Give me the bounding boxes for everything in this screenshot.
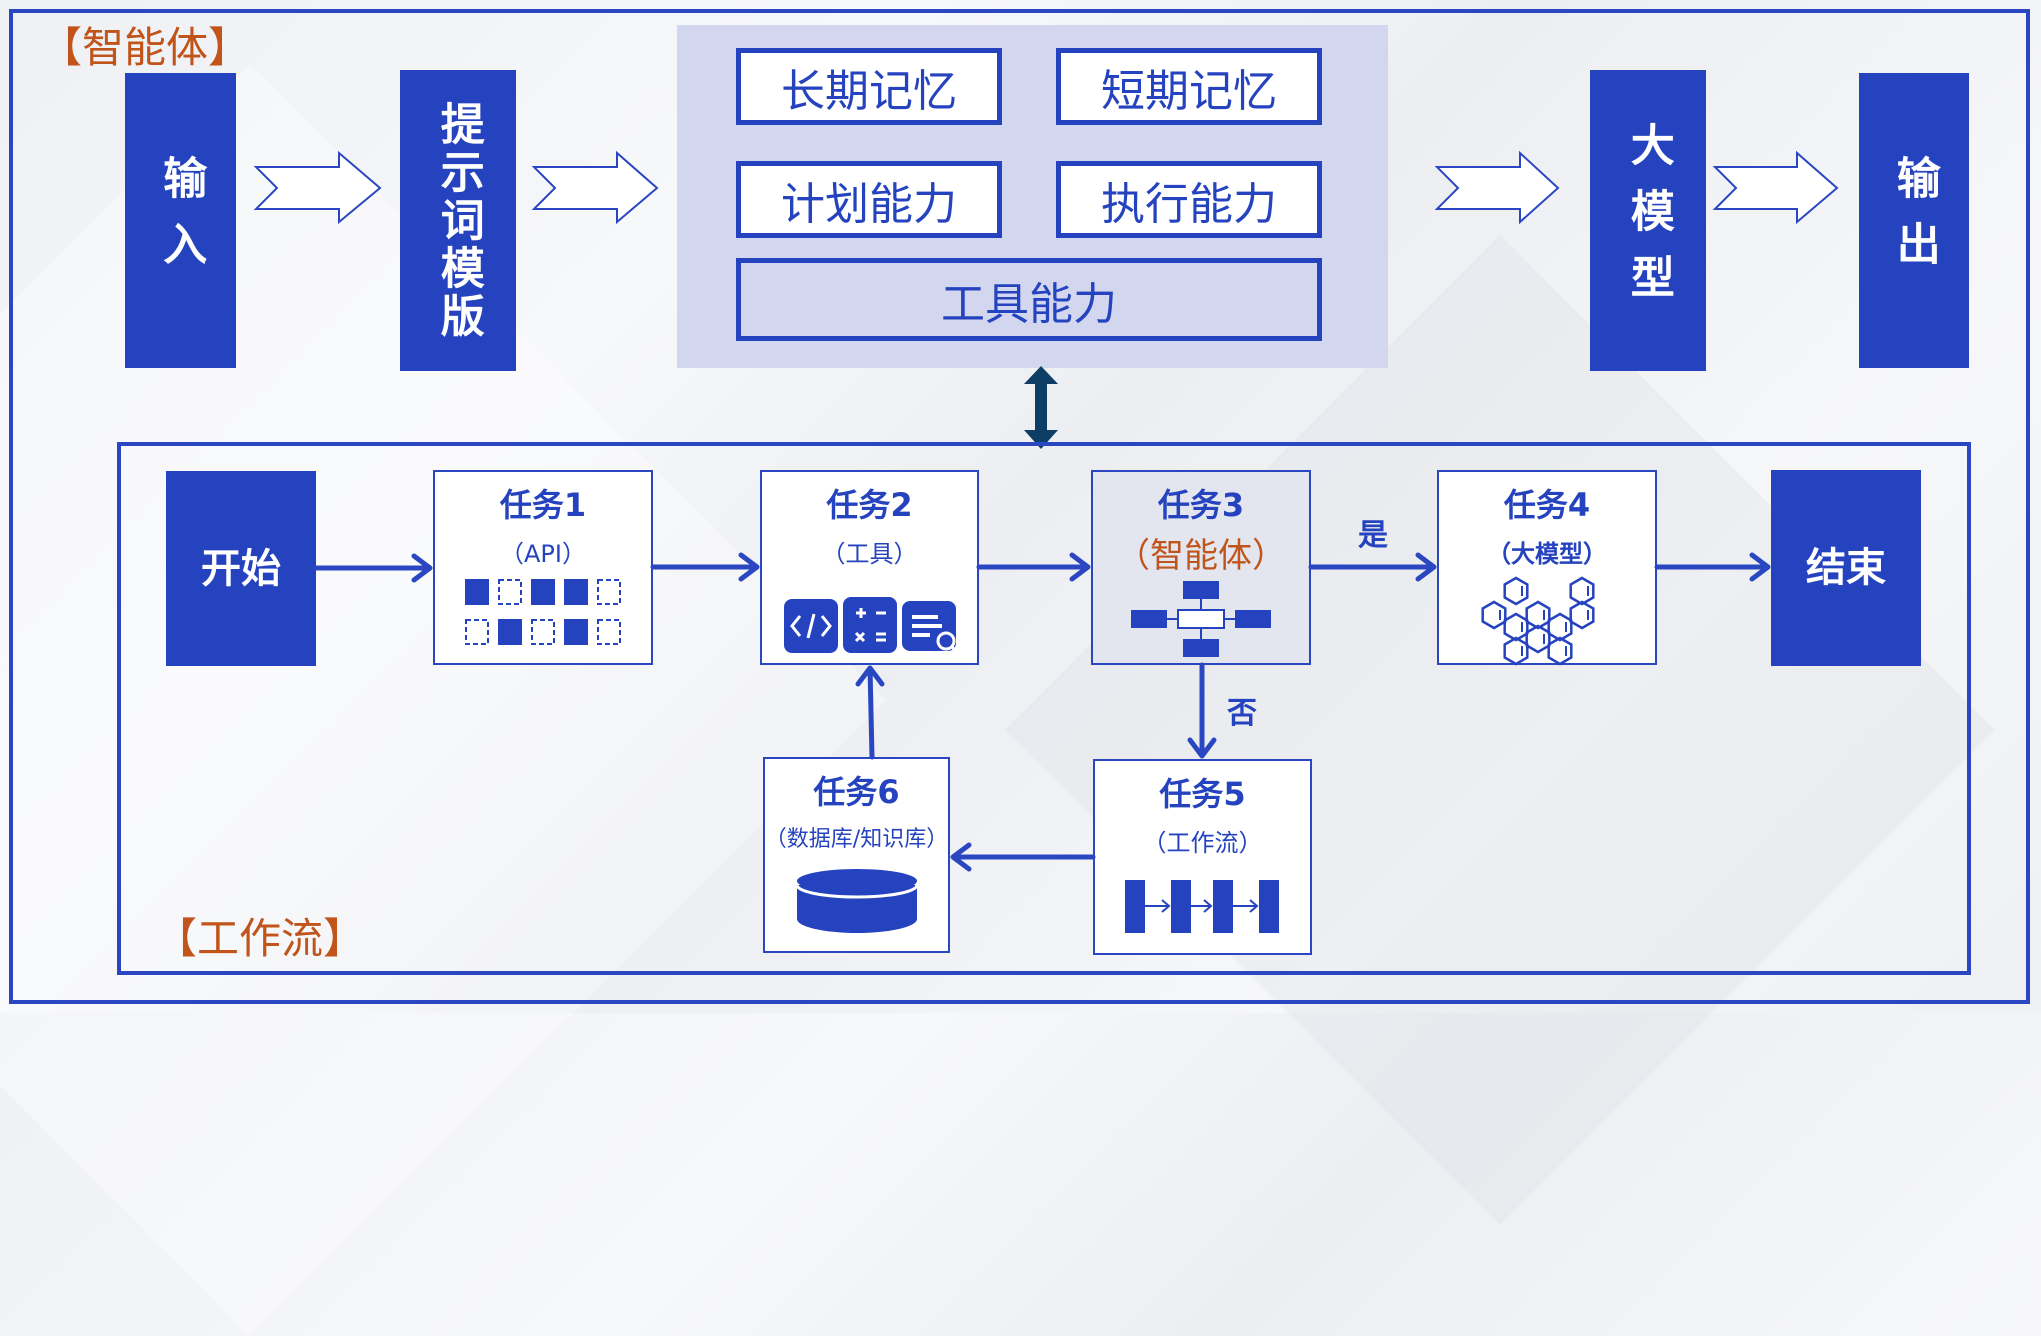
arrow-task1-to-task2 — [650, 552, 760, 582]
hexagon-ring — [1569, 600, 1595, 630]
llm-label: 大模型 — [1622, 121, 1674, 320]
task-3-node: 任务3 （智能体） — [1091, 470, 1311, 665]
grid-cell-filled — [531, 579, 555, 605]
task-2-subtitle: （工具） — [821, 540, 918, 568]
arrow-task2-to-task3 — [976, 552, 1091, 582]
hollow-arrow-input-to-prompt — [253, 150, 382, 225]
hexagon-ring — [1569, 576, 1595, 606]
start-label: 开始 — [201, 545, 281, 592]
grid-cell-empty — [597, 579, 621, 605]
grid-cell-filled — [564, 579, 588, 605]
task-6-subtitle: （数据库/知识库） — [764, 827, 949, 852]
task-4-subtitle: （大模型） — [1487, 540, 1607, 568]
prompt-template-label: 提示词模版 — [432, 100, 484, 341]
api-grid-icon — [465, 579, 621, 645]
hollow-arrow-capabilities-to-llm — [1434, 150, 1560, 225]
code-icon — [783, 599, 838, 653]
short-term-memory-label: 短期记忆 — [1101, 65, 1277, 117]
hollow-arrow-prompt-to-capabilities — [531, 150, 659, 225]
task-6-title: 任务6 — [813, 773, 900, 811]
start-node: 开始 — [166, 471, 316, 666]
hexagon-ring — [1525, 624, 1551, 654]
bidirectional-arrow-icon — [1024, 366, 1058, 449]
workflow-steps-icon — [1124, 880, 1279, 933]
grid-cell-filled — [564, 619, 588, 645]
task-1-title: 任务1 — [499, 486, 587, 524]
arrow-task3-to-task4 — [1308, 552, 1437, 582]
planning-box: 计划能力 — [736, 161, 1002, 238]
edge-label-no: 否 — [1227, 696, 1257, 731]
edge-label-yes: 是 — [1358, 518, 1388, 553]
grid-cell-empty — [531, 619, 555, 645]
agent-flowchart-icon — [1131, 581, 1271, 657]
hexagon-ring — [1525, 600, 1551, 630]
grid-cell-empty — [597, 619, 621, 645]
task-1-subtitle: （API） — [500, 540, 586, 568]
planning-label: 计划能力 — [781, 178, 957, 230]
output-label: 输出 — [1888, 154, 1940, 287]
database-icon — [795, 869, 918, 933]
task-5-node: 任务5 （工作流） — [1093, 759, 1312, 955]
task-3-subtitle: （智能体） — [1116, 536, 1286, 576]
long-term-memory-box: 长期记忆 — [736, 48, 1002, 125]
task-2-node: 任务2 （工具） — [760, 470, 979, 665]
workflow-section-label: 【工作流】 — [155, 914, 366, 963]
task-5-subtitle: （工作流） — [1142, 829, 1263, 857]
search-document-icon — [901, 601, 957, 653]
task-6-node: 任务6 （数据库/知识库） — [763, 757, 950, 953]
hollow-arrow-llm-to-output — [1712, 150, 1839, 225]
hexagon-ring — [1481, 600, 1507, 630]
hexagon-ring — [1503, 576, 1529, 606]
agent-frame — [9, 9, 2030, 1004]
tools-icon — [783, 597, 957, 653]
input-label: 输入 — [155, 154, 207, 287]
task-2-title: 任务2 — [826, 486, 913, 524]
hexagon-network-icon — [1481, 576, 1595, 666]
output-box: 输出 — [1859, 73, 1969, 368]
task-4-node: 任务4 （大模型） — [1437, 470, 1657, 666]
arrow-task3-to-task5 — [1187, 662, 1217, 759]
agent-section-label: 【智能体】 — [40, 23, 251, 72]
grid-cell-filled — [465, 579, 489, 605]
short-term-memory-box: 短期记忆 — [1056, 48, 1322, 125]
execution-label: 执行能力 — [1101, 178, 1277, 230]
grid-cell-empty — [465, 619, 489, 645]
arrow-task4-to-end — [1654, 552, 1771, 582]
task-1-node: 任务1 （API） — [433, 470, 653, 665]
arrow-task6-to-task2 — [855, 665, 885, 760]
end-label: 结束 — [1806, 545, 1886, 591]
hollow-arrow-1 — [253, 150, 1839, 225]
grid-cell-filled — [498, 619, 522, 645]
end-node: 结束 — [1771, 470, 1921, 666]
execution-box: 执行能力 — [1056, 161, 1322, 238]
input-box: 输入 — [125, 73, 236, 368]
task-3-title: 任务3 — [1157, 486, 1245, 524]
grid-cell-empty — [498, 579, 522, 605]
prompt-template-box: 提示词模版 — [400, 70, 516, 371]
calculator-icon — [842, 597, 897, 653]
tools-capability-box: 工具能力 — [736, 258, 1322, 341]
task-5-title: 任务5 — [1159, 775, 1246, 813]
arrow-start-to-task1 — [313, 553, 433, 583]
arrow-task5-to-task6 — [950, 842, 1096, 872]
tools-capability-label: 工具能力 — [941, 278, 1117, 330]
workflow-frame — [117, 442, 1971, 975]
workflow-connectors — [313, 552, 1771, 872]
llm-box: 大模型 — [1590, 70, 1706, 371]
task-4-title: 任务4 — [1503, 486, 1591, 524]
long-term-memory-label: 长期记忆 — [781, 65, 957, 117]
